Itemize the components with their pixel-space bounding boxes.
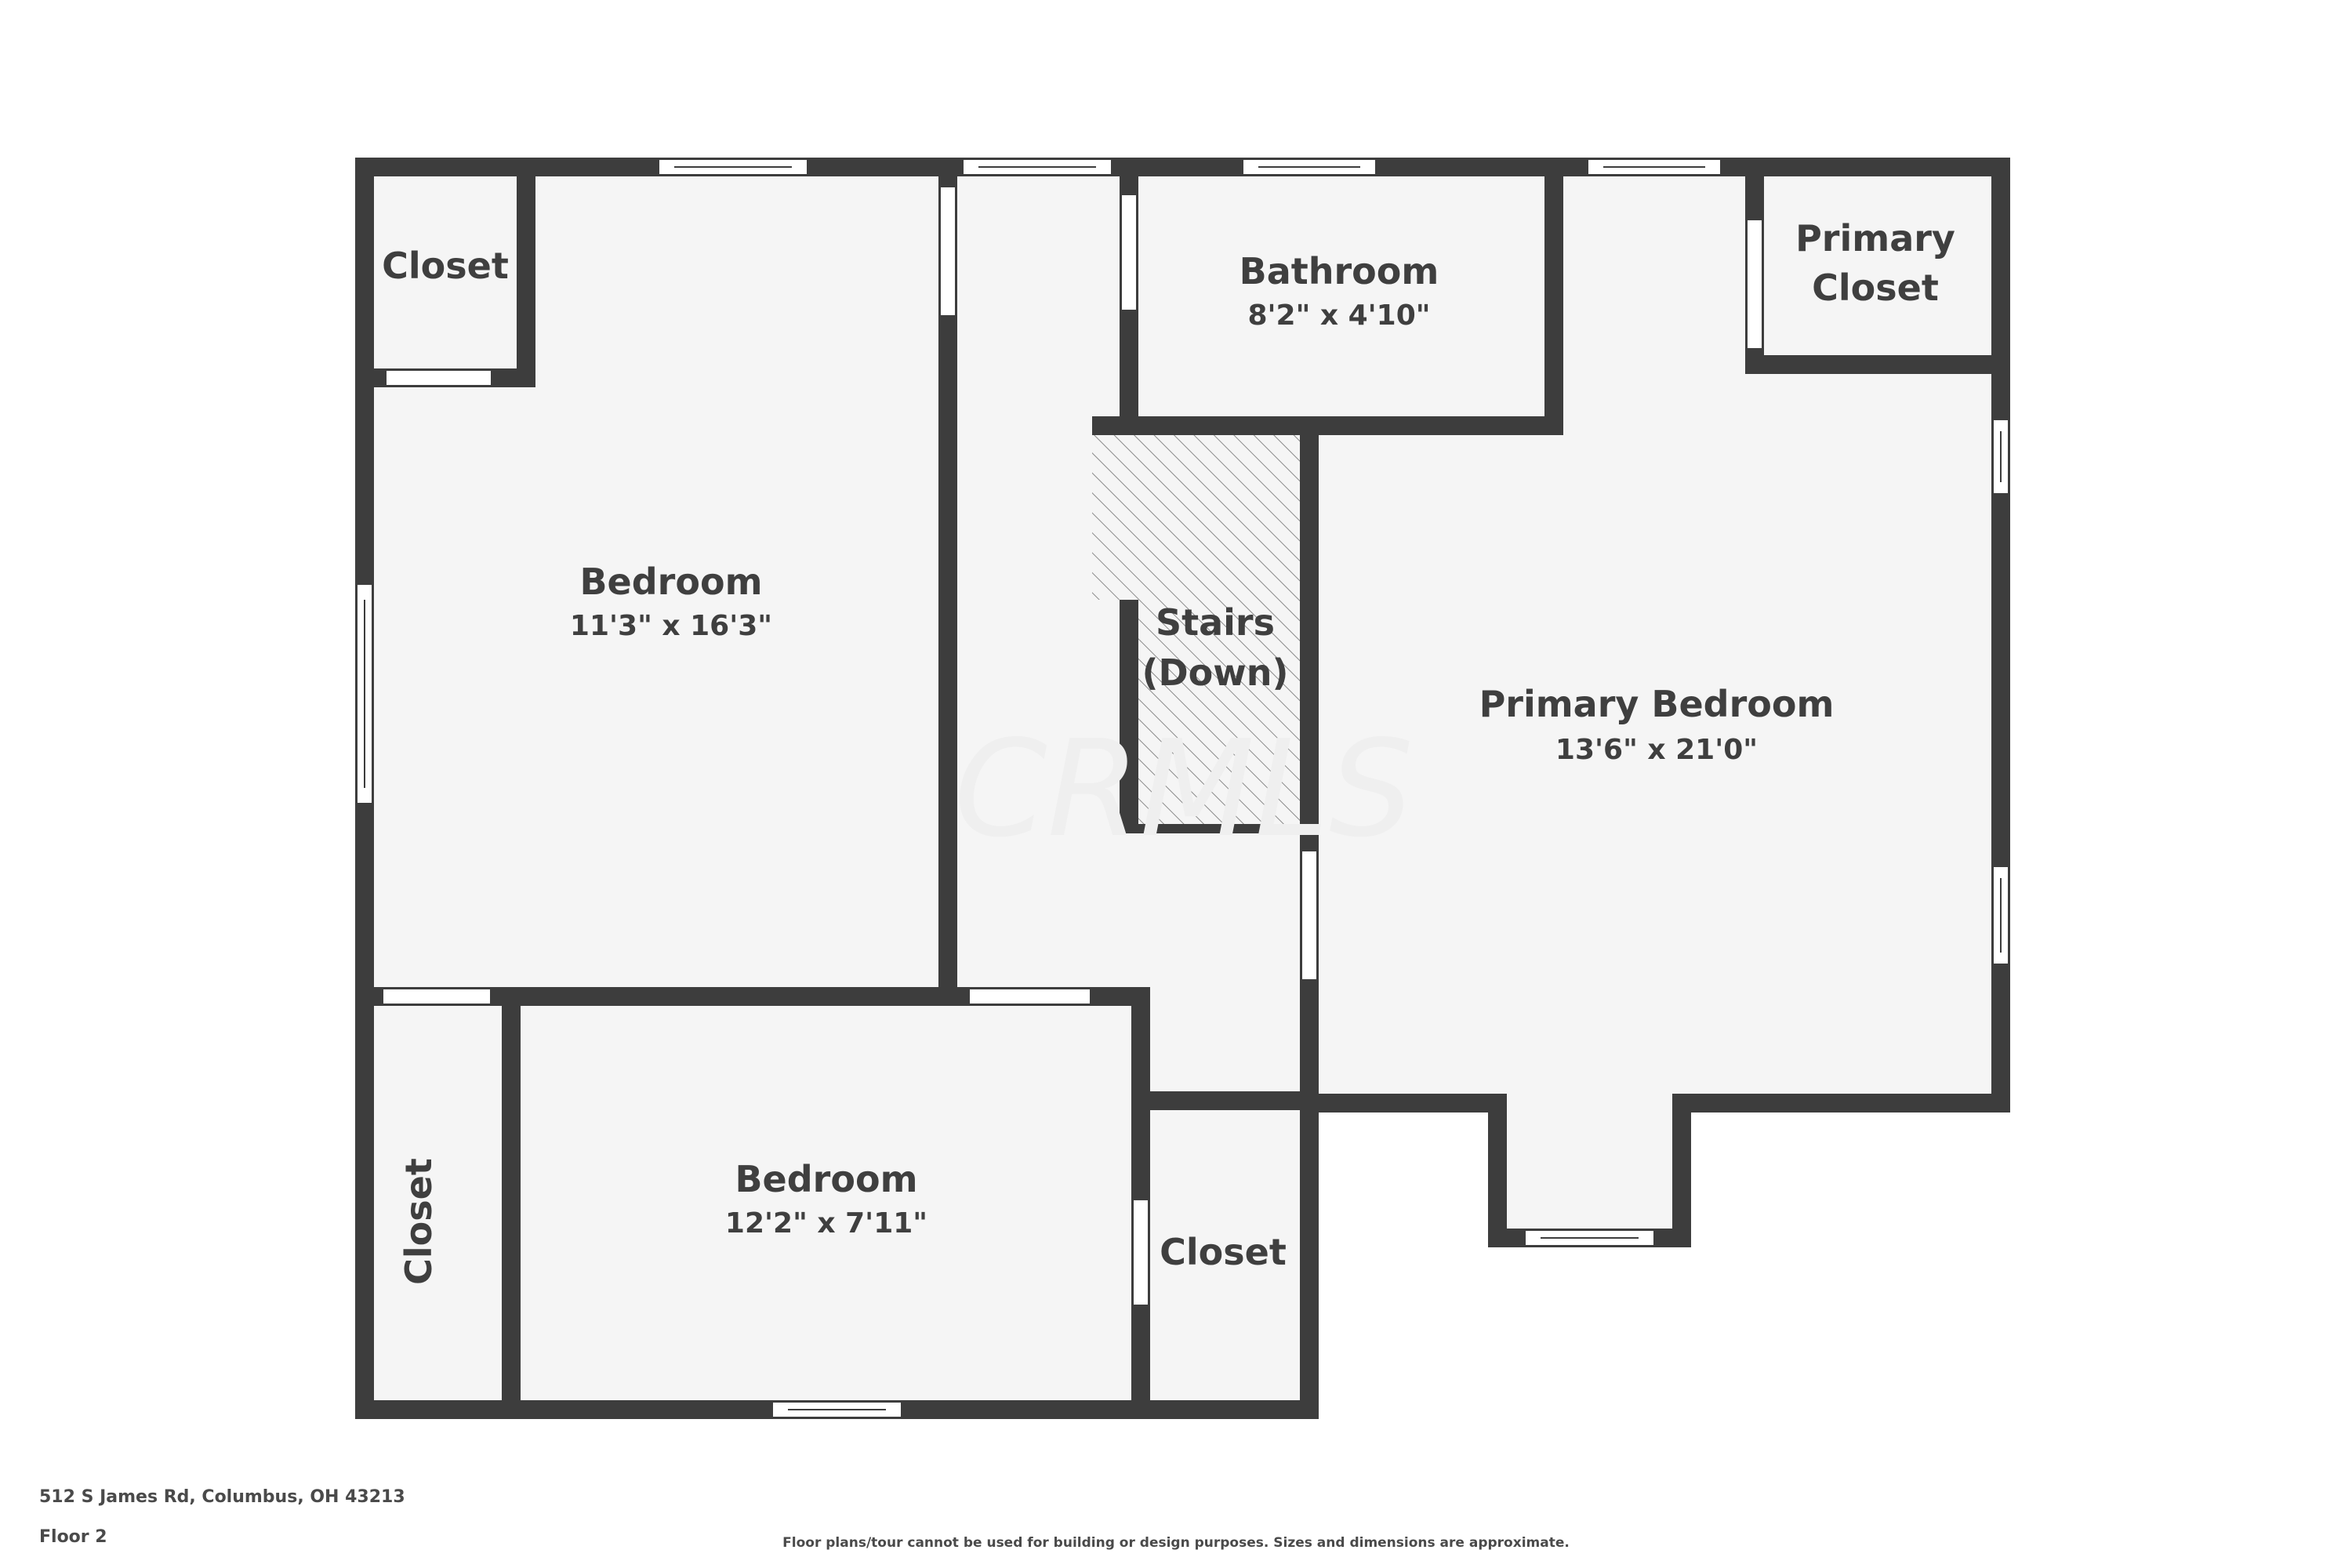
- closet-bottom-floor: [1150, 1110, 1300, 1400]
- bathroom-floor: [1138, 176, 1544, 416]
- door-closet-left: [383, 989, 491, 1004]
- primary-closet-floor: [1764, 176, 1991, 355]
- window-mullions: [364, 166, 2002, 1410]
- door-closet-top-left: [386, 370, 492, 386]
- primary-bedroom-floor: [1319, 176, 1991, 1229]
- bathroom-label: Bathroom: [1240, 250, 1439, 292]
- floor-label: Floor 2: [39, 1527, 107, 1547]
- closet-top-left-floor: [374, 176, 517, 368]
- closet-left-label: Closet: [397, 1158, 440, 1285]
- hallway-floor: [957, 176, 1300, 1091]
- closet-top-left-label: Closet: [382, 245, 509, 287]
- door-openings: [383, 187, 1762, 1305]
- door-primary-bedroom: [1301, 851, 1317, 980]
- watermark-text: CRMLS: [954, 712, 1414, 867]
- primary-bedroom-dimensions: 13'6" x 21'0": [1555, 734, 1758, 766]
- stairs-label-line2: (Down): [1142, 652, 1288, 694]
- door-bedroom-2: [969, 989, 1091, 1004]
- property-address: 512 S James Rd, Columbus, OH 43213: [39, 1487, 405, 1507]
- stairs-area: [1092, 435, 1300, 824]
- bedroom-2-dimensions: 12'2" x 7'11": [725, 1207, 927, 1240]
- primary-closet-label-line1: Primary: [1795, 217, 1955, 260]
- bedroom-1-label: Bedroom: [579, 561, 762, 603]
- door-closet-bottom: [1133, 1200, 1149, 1305]
- bedroom-1-dimensions: 11'3" x 16'3": [570, 610, 772, 642]
- door-bedroom-1: [940, 187, 956, 316]
- door-opening-edges: [382, 186, 1763, 1306]
- floor-areas: [374, 176, 1991, 1400]
- stairs-label-line1: Stairs: [1156, 601, 1275, 644]
- bedroom-2-label: Bedroom: [735, 1158, 917, 1200]
- primary-bedroom-label: Primary Bedroom: [1479, 683, 1835, 725]
- bathroom-dimensions: 8'2" x 4'10": [1247, 299, 1430, 332]
- closet-left-floor: [374, 1006, 502, 1400]
- door-primary-closet: [1747, 220, 1762, 349]
- bedroom-2-floor: [521, 1006, 1131, 1400]
- disclaimer-text: Floor plans/tour cannot be used for buil…: [782, 1535, 1570, 1551]
- bedroom-1-floor: [374, 176, 938, 987]
- closet-bottom-label: Closet: [1160, 1231, 1287, 1273]
- primary-closet-label-line2: Closet: [1812, 267, 1939, 309]
- door-bathroom: [1121, 194, 1137, 310]
